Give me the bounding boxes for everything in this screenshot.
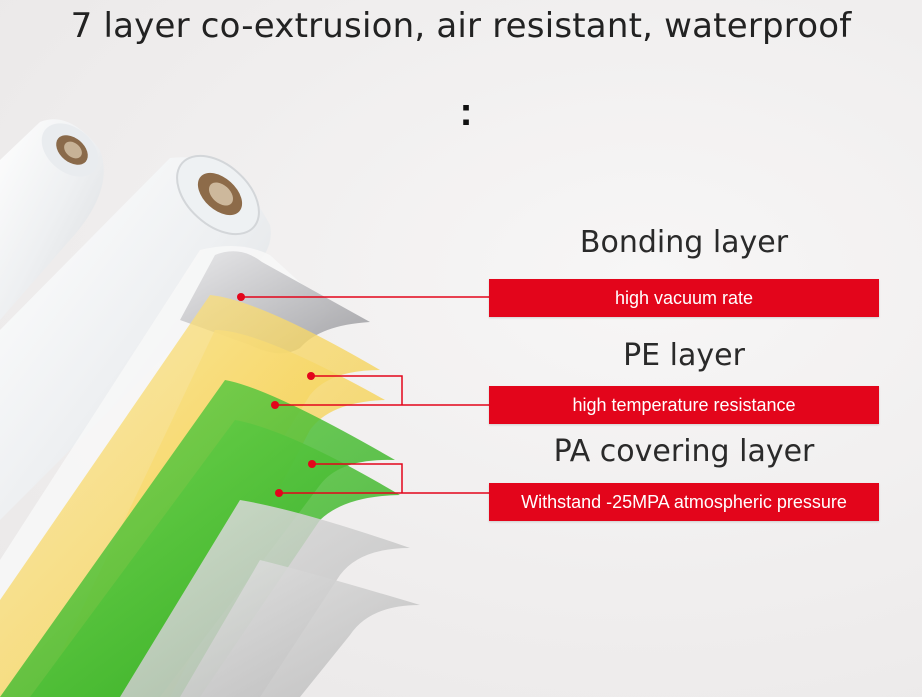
pa-dot: [275, 489, 283, 497]
pe-dot: [271, 401, 279, 409]
pe-leader-line-upper: [311, 375, 403, 405]
pa-dot-upper: [308, 460, 316, 468]
pe-layer-tag: high temperature resistance: [489, 386, 879, 424]
callout-lines: [241, 296, 489, 494]
front-film-roll: [0, 154, 271, 520]
pa-layer-tag: Withstand -25MPA atmospheric pressure: [489, 483, 879, 521]
headline: 7 layer co-extrusion, air resistant, wat…: [70, 6, 852, 46]
bonding-dot: [237, 293, 245, 301]
grey-film-sheet-2: [180, 560, 420, 697]
pa-leader-line-upper: [312, 463, 403, 493]
pe-dot-upper: [307, 372, 315, 380]
back-film-roll: [0, 119, 104, 320]
pe-layer-title: PE layer: [623, 338, 745, 373]
colon-mark: :: [459, 90, 473, 134]
bonding-layer-title: Bonding layer: [579, 225, 789, 260]
pa-layer-title: PA covering layer: [553, 434, 815, 469]
callout-dots: [237, 293, 316, 497]
bonding-layer-tag: high vacuum rate: [489, 279, 879, 317]
